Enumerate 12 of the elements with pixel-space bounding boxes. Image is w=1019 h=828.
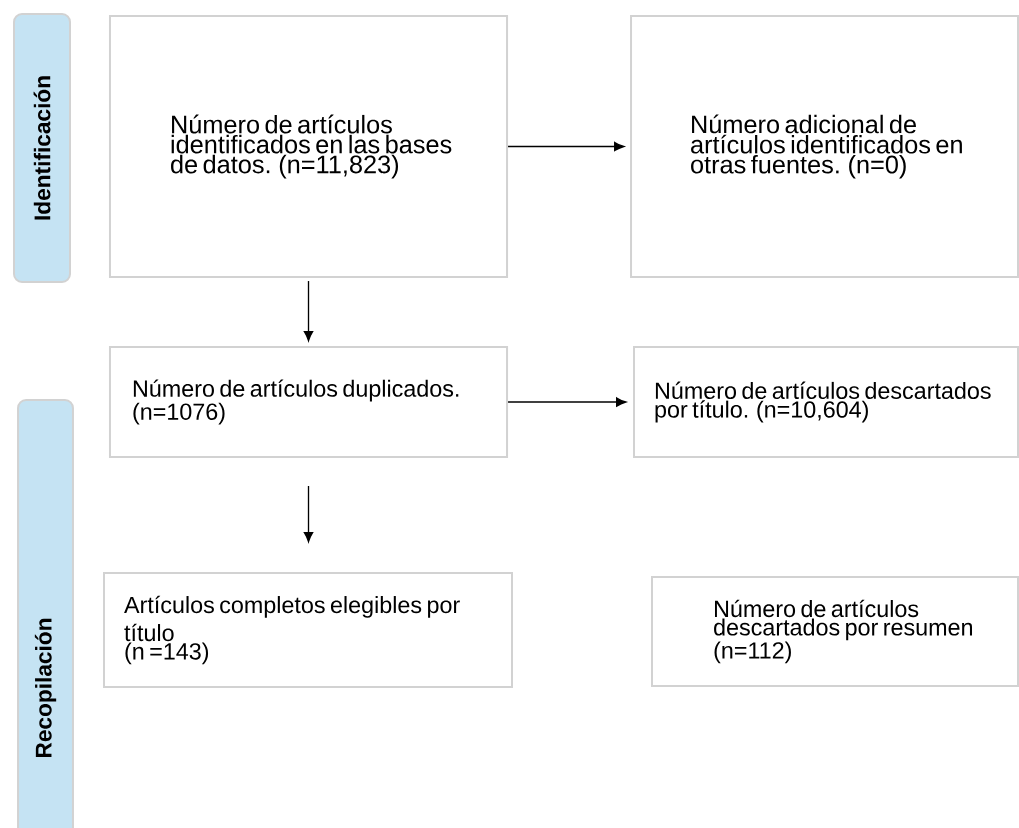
phase-band: Identificación xyxy=(13,13,71,283)
phase-band: Recopilación xyxy=(17,399,74,828)
process-box: Número adicional de artículos identificados en otras fuentes. (n=0) xyxy=(630,14,1019,279)
arrow xyxy=(303,280,314,342)
arrow xyxy=(507,141,625,152)
process-box: Número de artículos descartados por resumen (n=112) xyxy=(651,575,1019,688)
process-box: Número de artículos descartados por título. (n=10,604) xyxy=(633,346,1019,458)
process-box: Número de artículos identificados en las bases de datos. (n=11,823) xyxy=(108,14,509,279)
arrow xyxy=(303,485,314,543)
process-box: Número de artículos duplicados. (n=1076) xyxy=(108,346,509,458)
arrow xyxy=(507,397,627,407)
process-box: Artículos completos elegibles por título (n =143) xyxy=(103,572,513,688)
